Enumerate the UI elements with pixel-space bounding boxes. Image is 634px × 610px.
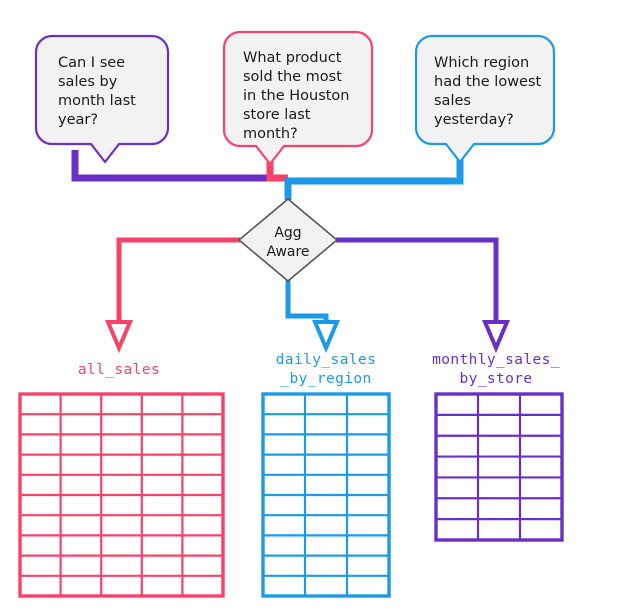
- bubble-line: had the lowest: [434, 74, 542, 90]
- connector-purple-to-monthly-sales: [336, 237, 499, 322]
- table-label-all-sales: all_sales: [78, 362, 160, 378]
- table-label-daily-sales-by-region: daily_sales _by_region: [276, 352, 376, 387]
- bubble-line: year?: [58, 112, 98, 128]
- speech-bubble-month-sales[interactable]: Can I see sales by month last year?: [34, 34, 170, 164]
- table-label-line: daily_sales: [276, 352, 376, 368]
- connector-pink-to-all-sales: [116, 237, 240, 322]
- agg-aware-node[interactable]: Agg Aware: [237, 197, 339, 283]
- speech-bubble-shape: [222, 30, 374, 166]
- node-label-line: Aware: [266, 244, 309, 260]
- table-grid-all-sales[interactable]: [18, 392, 225, 598]
- speech-bubble-shape: [34, 34, 170, 164]
- bubble-line: sales: [434, 93, 471, 109]
- speech-bubble-lowest-region[interactable]: Which region had the lowest sales yester…: [414, 34, 556, 164]
- bubble-line: in the Houston: [243, 88, 350, 104]
- bubble-line: month?: [243, 126, 298, 142]
- table-label-line: monthly_sales_: [432, 352, 560, 368]
- arrowhead-blue: [311, 320, 341, 354]
- connector-blue-to-daily-sales: [285, 280, 329, 322]
- arrowhead-pink: [104, 320, 134, 354]
- table-label-monthly-sales-by-store: monthly_sales_ by_store: [432, 352, 560, 387]
- bubble-line: Which region: [434, 55, 529, 71]
- diamond-shape: [237, 197, 339, 283]
- table-label-line: all_sales: [78, 362, 160, 378]
- connector-blue-top: [284, 150, 464, 200]
- connector-layer: [71, 150, 511, 354]
- table-label-line: _by_region: [280, 371, 371, 387]
- table-label-line: by_store: [459, 371, 532, 387]
- speech-bubble-houston-product[interactable]: What product sold the most in the Housto…: [222, 30, 374, 166]
- bubble-line: store last: [243, 107, 311, 123]
- bubble-line: month last: [58, 93, 136, 109]
- node-label-line: Agg: [274, 225, 301, 241]
- table-grid-daily-sales-by-region[interactable]: [261, 392, 391, 598]
- arrowhead-purple: [481, 320, 511, 354]
- speech-bubble-shape: [414, 34, 556, 164]
- table-outline: [434, 392, 564, 542]
- bubble-line: sold the most: [243, 69, 342, 85]
- bubble-line: What product: [243, 50, 342, 66]
- bubble-line: yesterday?: [434, 112, 514, 128]
- table-grid-monthly-sales-by-store[interactable]: [434, 392, 564, 542]
- connector-purple-top: [71, 150, 270, 182]
- bubble-line: Can I see: [58, 55, 125, 71]
- bubble-line: sales by: [58, 74, 118, 90]
